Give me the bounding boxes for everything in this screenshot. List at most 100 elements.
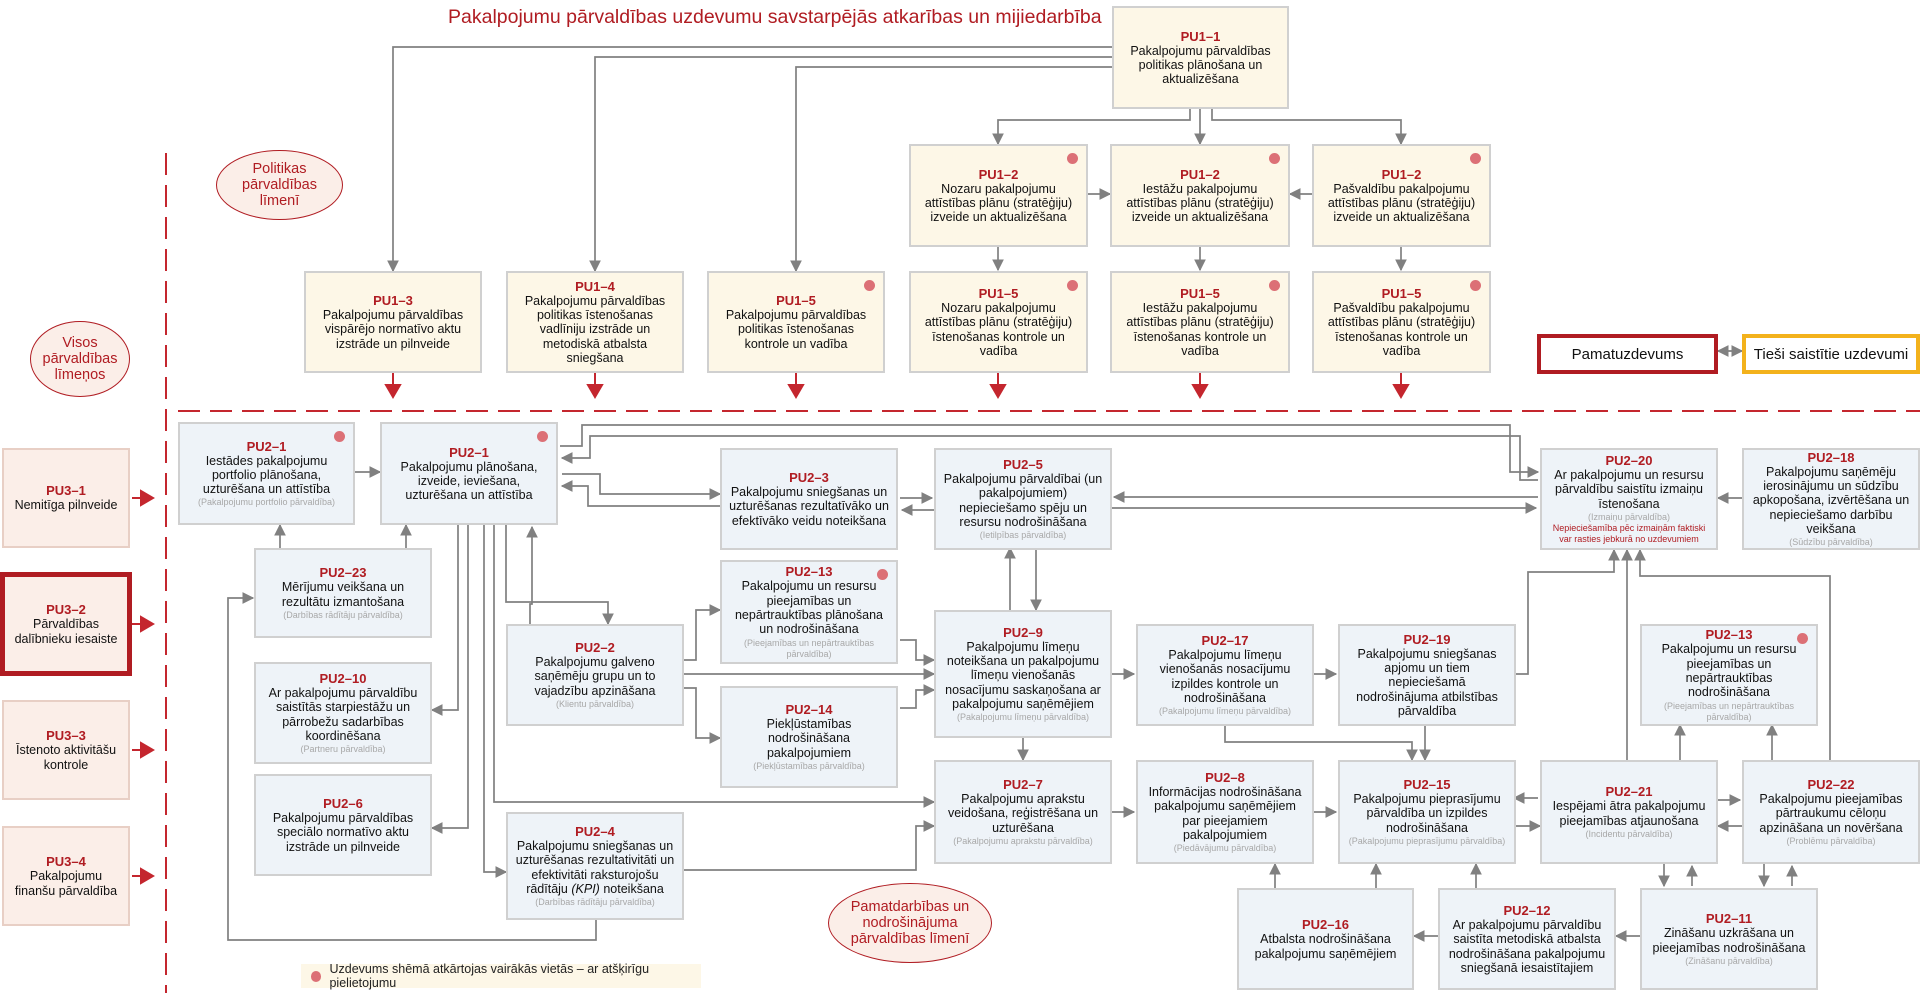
task-pu2-4: PU2–4 Pakalpojumu sniegšanas un uzturēša… (506, 812, 684, 920)
task-text: Pakalpojumu pārvaldībai (un pakalpojumie… (943, 471, 1103, 529)
task-text: Pakalpojumu un resursu pieejamības un ne… (1661, 642, 1797, 700)
task-pu2-8: PU2–8 Informācijas nodrošināšana pakalpo… (1136, 760, 1314, 864)
task-pu2-7: PU2–7 Pakalpojumu aprakstu veidošana, re… (934, 760, 1112, 864)
task-code: PU1–1 (1180, 28, 1221, 44)
task-subtext: (Pieejamības un nepārtrauktības pārvaldī… (743, 637, 875, 659)
task-text: Iestāžu pakalpojumu attīstības plānu (st… (1126, 181, 1274, 225)
task-text: Ar pakalpojumu pārvaldību saistīta metod… (1448, 917, 1606, 975)
arrow-pu2-22-to-pu2-20 (1634, 548, 1831, 760)
task-pu2-3: PU2–3 Pakalpojumu sniegšanas un uzturēša… (720, 448, 898, 550)
task-text: Pakalpojumu pārvaldības speciālo normatī… (272, 811, 414, 854)
task-code: PU2–11 (1705, 911, 1753, 927)
task-pu2-18: PU2–18 Pakalpojumu saņēmēju ierosinājumu… (1742, 448, 1920, 550)
task-text: Nemitīga pilnveide (14, 498, 118, 513)
task-text: Pakalpojumu līmeņu vienošanās nosacījumu… (1159, 647, 1291, 705)
task-text: Informācijas nodrošināšana pakalpojumu s… (1148, 784, 1302, 842)
task-code: PU2–8 (1205, 769, 1245, 785)
task-pu1-5-pasvaldibu: PU1–5 Pašvaldību pakalpojumu attīstības … (1312, 271, 1491, 373)
task-pu2-15: PU2–15 Pakalpojumu pieprasījumu pārvaldī… (1338, 760, 1516, 864)
task-subtext: (Piedāvājumu pārvaldība) (1173, 843, 1277, 854)
arrow-pu2-1b-to-pu2-2 (505, 525, 614, 626)
task-text: Īstenoto aktivitāšu kontrole (15, 743, 117, 772)
task-text: Ar pakalpojumu un resursu pārvaldību sai… (1554, 468, 1704, 511)
repeat-dot-icon (877, 569, 888, 580)
task-text-end: noteikšana (603, 881, 664, 896)
arrow-pu2-3-to-pu2-1b (560, 480, 720, 507)
legend-main-task-label: Pamatuzdevums (1571, 345, 1684, 363)
task-subtext: (Pieejamības un nepārtrauktības pārvaldī… (1663, 700, 1795, 722)
task-text: Piekļūstamības nodrošināšana pakalpojumi… (766, 717, 852, 760)
task-code: PU2–18 (1807, 449, 1855, 465)
task-text: Pakalpojumu finanšu pārvaldība (14, 869, 118, 898)
red-arrow-pu1-5a (989, 373, 1007, 399)
arrow-pu2-4-to-pu2-23 (227, 592, 597, 941)
task-text: Pakalpojumu pārvaldības politikas īsteno… (524, 293, 666, 365)
task-pu1-5-nozaru: PU1–5 Nozaru pakalpojumu attīstības plān… (909, 271, 1088, 373)
red-arrow-pu3-2 (132, 615, 155, 633)
task-subtext: (Incidentu pārvaldība) (1585, 828, 1673, 839)
task-pu1-5: PU1–5 Pakalpojumu pārvaldības politikas … (707, 271, 885, 373)
task-text: Nozaru pakalpojumu attīstības plānu (str… (924, 181, 1073, 225)
task-subtext: (Zināšanu pārvaldība) (1685, 955, 1773, 966)
arrow-pu1-1-to-pu1-2a (992, 108, 1191, 146)
task-subtext: (Pakalpojumu portfolio pārvaldība) (197, 497, 336, 508)
arrow-pu2-19-to-pu2-20 (1514, 548, 1620, 675)
task-pu2-17: PU2–17 Pakalpojumu līmeņu vienošanās nos… (1136, 624, 1314, 726)
task-subtext: (Darbības rādītāju pārvaldība) (283, 609, 403, 620)
task-subtext: (Sūdzību pārvaldība) (1789, 537, 1873, 548)
task-pu2-23: PU2–23 Mērījumu veikšana un rezultātu iz… (254, 548, 432, 638)
legend-related-tasks: Tieši saistītie uzdevumi (1742, 334, 1920, 374)
task-code: PU2–9 (1003, 624, 1043, 640)
task-text: Pakalpojumu saņēmēju ierosinājumu un sūd… (1752, 464, 1910, 536)
red-arrow-pu1-3 (384, 373, 402, 399)
task-code: PU2–3 (789, 470, 829, 486)
task-subtext: (Pakalpojumu aprakstu pārvaldība) (953, 835, 1093, 846)
task-text: Pašvaldību pakalpojumu attīstības plānu … (1327, 181, 1476, 225)
task-code: PU2–20 (1605, 453, 1653, 469)
task-text: Pakalpojumu sniegšanas un uzturēšanas re… (514, 839, 676, 896)
task-subtext: (Piekļūstamības pārvaldība) (753, 760, 865, 771)
task-code: PU2–7 (1003, 777, 1043, 793)
task-text: Pašvaldību pakalpojumu attīstības plānu … (1327, 300, 1476, 358)
task-code: PU2–1 (246, 438, 287, 454)
red-arrow-pu3-4 (132, 867, 155, 885)
task-text: Ar pakalpojumu pārvaldību saistītās star… (268, 685, 418, 743)
task-pu3-2: PU3–2 Pārvaldības dalībnieku iesaiste (0, 572, 132, 676)
task-text: Pakalpojumu sniegšanas un uzturēšanas re… (729, 485, 889, 528)
task-code: PU1–2 (978, 166, 1019, 182)
level-label-policy: Politikas pārvaldības līmenī (216, 150, 343, 220)
task-pu2-14: PU2–14 Piekļūstamības nodrošināšana paka… (720, 686, 898, 788)
arrow-pu2-20-to-pu2-1b (560, 435, 1538, 481)
task-text: Iestāžu pakalpojumu attīstības plānu (st… (1126, 300, 1274, 358)
task-code: PU2–12 (1503, 902, 1551, 918)
task-note: Nepieciešamība pēc izmaiņām faktiski var… (1552, 522, 1706, 544)
task-code: PU2–10 (319, 670, 367, 686)
task-subtext: (Ietilpības pārvaldība) (979, 530, 1067, 541)
repeat-dot-icon (1470, 153, 1481, 164)
task-code: PU2–1 (449, 444, 489, 460)
task-text: Pakalpojumu pieprasījumu pārvaldība un i… (1353, 792, 1501, 835)
task-text: Mērījumu veikšana un rezultātu izmantoša… (281, 580, 405, 609)
task-text: Pakalpojumu pārvaldības vispārējo normat… (322, 308, 464, 351)
task-pu2-2: PU2–2 Pakalpojumu galveno saņēmēju grupu… (506, 624, 684, 726)
task-code: PU2–4 (575, 823, 615, 839)
task-subtext: (Klientu pārvaldība) (555, 698, 635, 709)
task-code: PU1–5 (1381, 285, 1422, 301)
repeat-dot-icon (1470, 280, 1481, 291)
repeat-dot-icon (311, 970, 322, 982)
task-code: PU1–2 (1381, 166, 1422, 182)
task-code: PU2–13 (1705, 627, 1753, 643)
task-code: PU1–3 (373, 293, 413, 309)
red-arrow-pu3-1 (132, 489, 155, 507)
task-text-main: Pakalpojumu sniegšanas un uzturēšanas re… (515, 838, 675, 896)
task-text: Pakalpojumu pārvaldības politikas īsteno… (725, 308, 867, 351)
task-code: PU2–23 (319, 565, 367, 581)
task-pu1-2-iestazu: PU1–2 Iestāžu pakalpojumu attīstības plā… (1110, 144, 1290, 247)
repeat-dot-icon (1269, 153, 1280, 164)
task-pu2-13-planosana: PU2–13 Pakalpojumu un resursu pieejamība… (720, 560, 898, 664)
level-label-core: Pamatdarbības un nodrošinājuma pārvaldīb… (828, 883, 992, 963)
task-pu2-5: PU2–5 Pakalpojumu pārvaldībai (un pakalp… (934, 448, 1112, 550)
task-code: PU2–21 (1605, 784, 1653, 800)
legend-footnote: Uzdevums shēmā atkārtojas vairākās vietā… (301, 962, 701, 990)
task-subtext: (Pakalpojumu līmeņu pārvaldība) (956, 712, 1090, 723)
